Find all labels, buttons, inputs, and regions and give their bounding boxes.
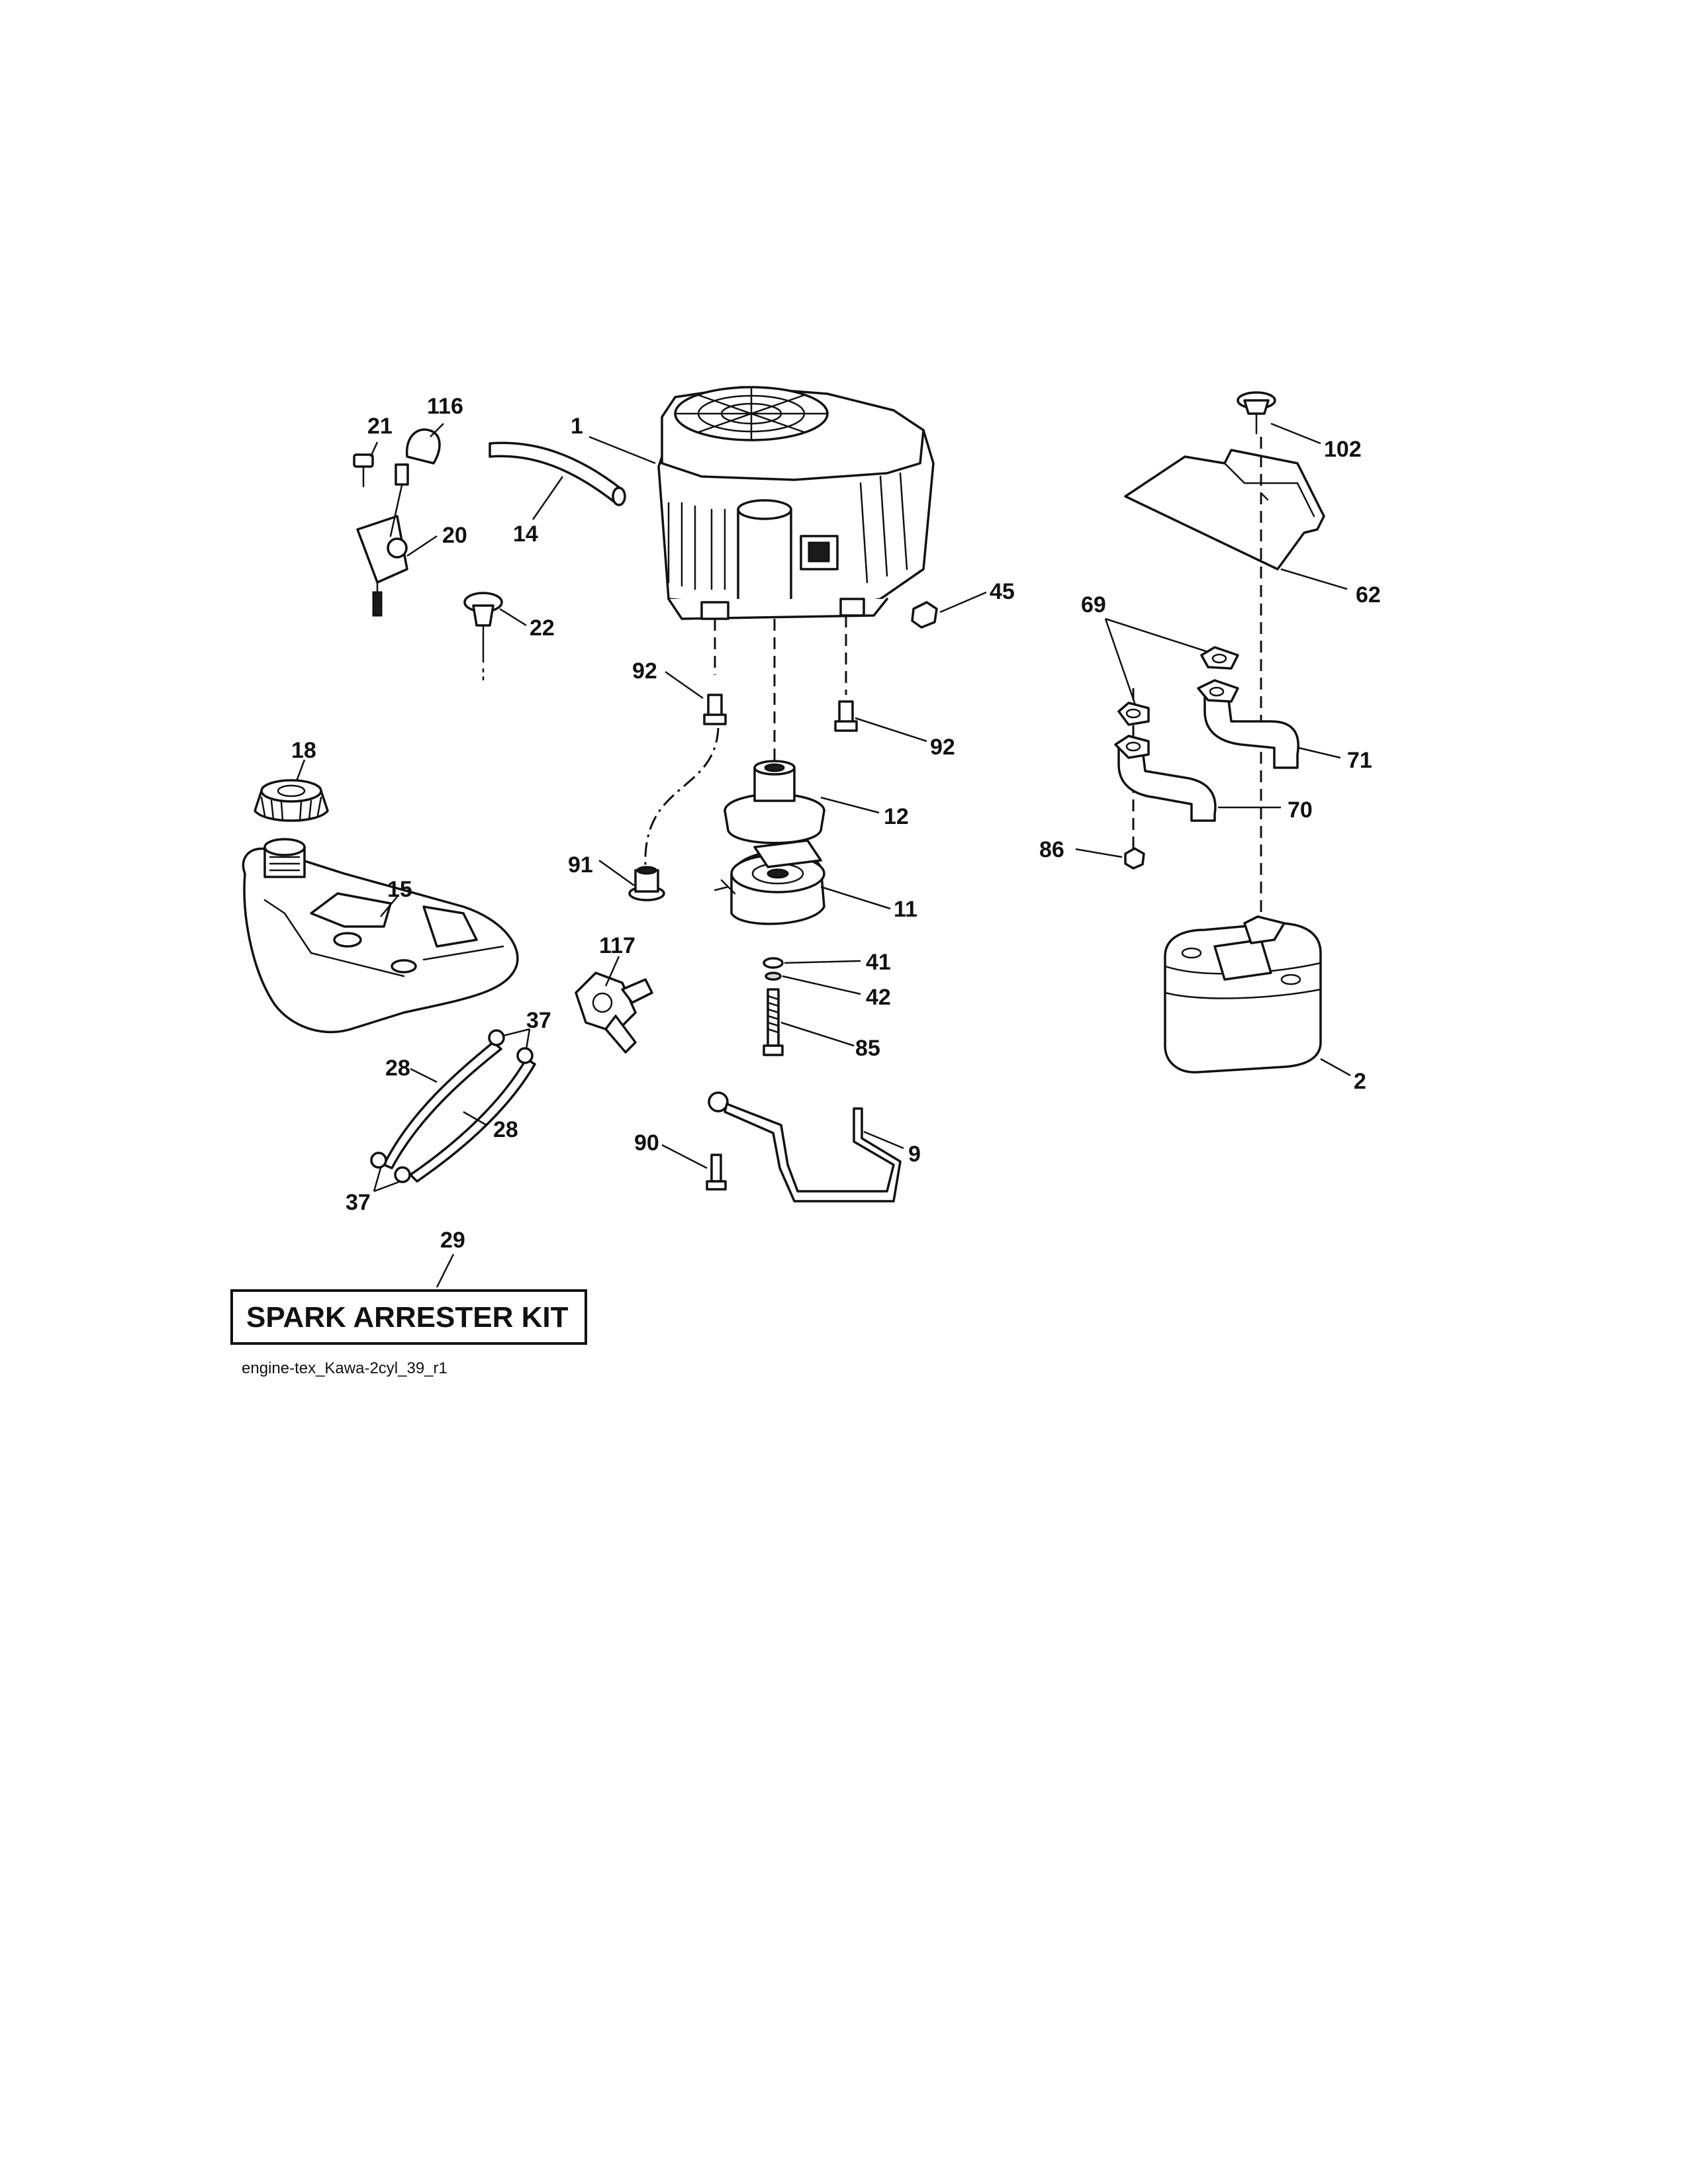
nut-86 [1124, 847, 1145, 870]
callout-20: 20 [442, 523, 467, 548]
callout-42: 42 [866, 985, 891, 1010]
callout-86: 86 [1039, 837, 1064, 862]
choke-knob-22 [463, 592, 503, 682]
callout-45: 45 [990, 579, 1015, 604]
fuel-hoses-28 [383, 1041, 536, 1183]
callout-18: 18 [291, 738, 316, 763]
fuel-valve-117 [575, 972, 653, 1054]
callout-37-lower: 37 [346, 1190, 371, 1215]
washer-42 [765, 972, 782, 981]
fuel-tank-15 [242, 838, 519, 1034]
callout-69: 69 [1081, 592, 1106, 617]
callout-90: 90 [634, 1130, 659, 1156]
exhaust-gasket-69-left [1117, 702, 1150, 726]
control-knob-116 [405, 428, 441, 465]
callout-85: 85 [855, 1036, 880, 1061]
nut-45 [911, 601, 938, 629]
callout-28-left: 28 [385, 1056, 410, 1081]
callout-12: 12 [884, 804, 909, 829]
callout-92-right: 92 [930, 735, 955, 760]
callout-41: 41 [866, 950, 891, 975]
exhaust-pipe-71 [1197, 679, 1299, 769]
bolt-85 [763, 988, 784, 1056]
hose-clamp-37-upper [488, 1029, 534, 1064]
bushing-91 [628, 866, 665, 901]
drawing-reference: engine-tex_Kawa-2cyl_39_r1 [242, 1359, 447, 1377]
engine-pulley-12 [724, 760, 825, 844]
axis-fuel-line-91 [644, 727, 720, 868]
callout-116: 116 [427, 394, 463, 419]
callout-70: 70 [1288, 797, 1313, 823]
callout-117: 117 [599, 933, 635, 958]
spark-arrester-kit-label: SPARK ARRESTER KIT [246, 1301, 569, 1334]
callout-91: 91 [568, 852, 593, 878]
bolt-90 [706, 1154, 727, 1191]
vent-hose-14 [489, 441, 626, 506]
callout-22: 22 [530, 615, 555, 641]
callout-1: 1 [571, 414, 583, 439]
bolt-102 [1237, 391, 1276, 435]
callout-37-upper: 37 [526, 1008, 551, 1033]
callout-9: 9 [908, 1142, 921, 1167]
callout-21: 21 [367, 414, 393, 439]
callout-102: 102 [1324, 437, 1362, 462]
callout-2: 2 [1354, 1069, 1366, 1094]
bolt-92-left [703, 694, 727, 725]
washer-41 [763, 957, 784, 969]
callout-14: 14 [513, 522, 538, 547]
support-rod-9 [708, 1091, 902, 1203]
bolt-92-right [834, 700, 858, 732]
pto-clutch-11 [714, 839, 825, 925]
callout-15: 15 [387, 877, 412, 902]
callout-28-right: 28 [493, 1117, 518, 1142]
callout-29: 29 [440, 1228, 465, 1253]
callout-62: 62 [1356, 582, 1381, 608]
exhaust-pipe-70 [1114, 735, 1217, 822]
callout-11: 11 [894, 897, 917, 922]
callout-71: 71 [1347, 748, 1372, 773]
muffler-2 [1164, 915, 1322, 1073]
hose-clamp-37-lower [370, 1152, 411, 1183]
callout-92-left: 92 [632, 659, 657, 684]
callout-labels: 1 14 21 116 20 22 92 92 45 12 11 41 42 8… [291, 394, 1381, 1253]
throttle-control-20 [356, 463, 409, 617]
engine-part-1 [657, 386, 935, 620]
fuel-cap-18 [254, 779, 329, 822]
screw-21 [353, 453, 374, 488]
spark-arrester-kit-box: SPARK ARRESTER KIT [230, 1289, 587, 1345]
heat-shield-62 [1124, 449, 1325, 570]
exhaust-gasket-69-right [1200, 646, 1239, 670]
leader-lines [295, 422, 1351, 1288]
